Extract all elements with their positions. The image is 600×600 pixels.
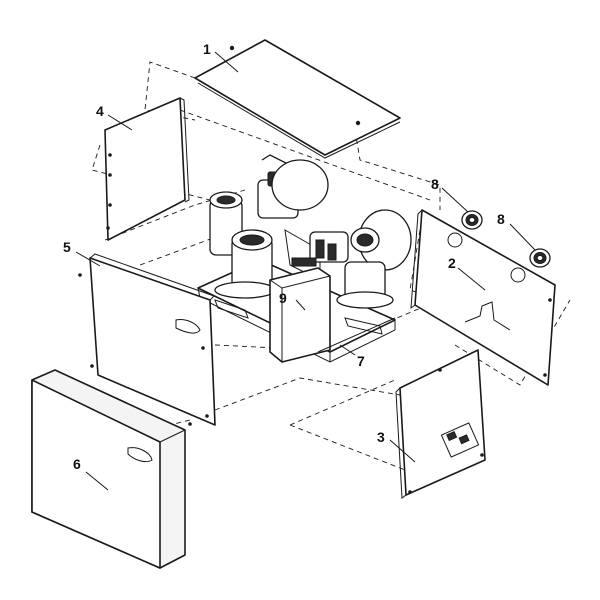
- callout-5: 5: [63, 239, 71, 255]
- left-side-panel: [104, 97, 190, 241]
- callout-8-right: 8: [497, 211, 505, 227]
- front-cover: [31, 369, 186, 569]
- side-access-panel: [395, 349, 486, 499]
- leader-lines: [75, 51, 536, 491]
- screw-icon: [355, 120, 361, 126]
- callout-labels: 1 2 3 4 5 6 7 8 8 9: [63, 41, 505, 472]
- callout-4: 4: [96, 103, 104, 119]
- callout-9: 9: [279, 290, 287, 306]
- grommet-right: [529, 248, 551, 268]
- top-panel: [194, 39, 401, 159]
- callout-7: 7: [357, 353, 365, 369]
- electrical-connection-plate: [440, 422, 480, 458]
- front-inner-panel: [78, 253, 216, 426]
- pipe-opening-icon: [510, 267, 526, 283]
- access-handle-icon: [175, 319, 201, 334]
- grommet-left: [461, 210, 483, 230]
- callout-6: 6: [73, 456, 81, 472]
- control-box: [269, 257, 331, 363]
- callout-2: 2: [448, 255, 456, 271]
- rear-panel: [410, 209, 556, 386]
- callout-1: 1: [203, 41, 211, 57]
- brand-logo-icon: [127, 447, 153, 463]
- screw-icon: [229, 45, 235, 51]
- callout-3: 3: [377, 429, 385, 445]
- callout-8-left: 8: [431, 176, 439, 192]
- pipe-opening-icon: [447, 232, 463, 248]
- base-tray: [317, 317, 396, 353]
- internal-heater-assembly: [197, 154, 412, 363]
